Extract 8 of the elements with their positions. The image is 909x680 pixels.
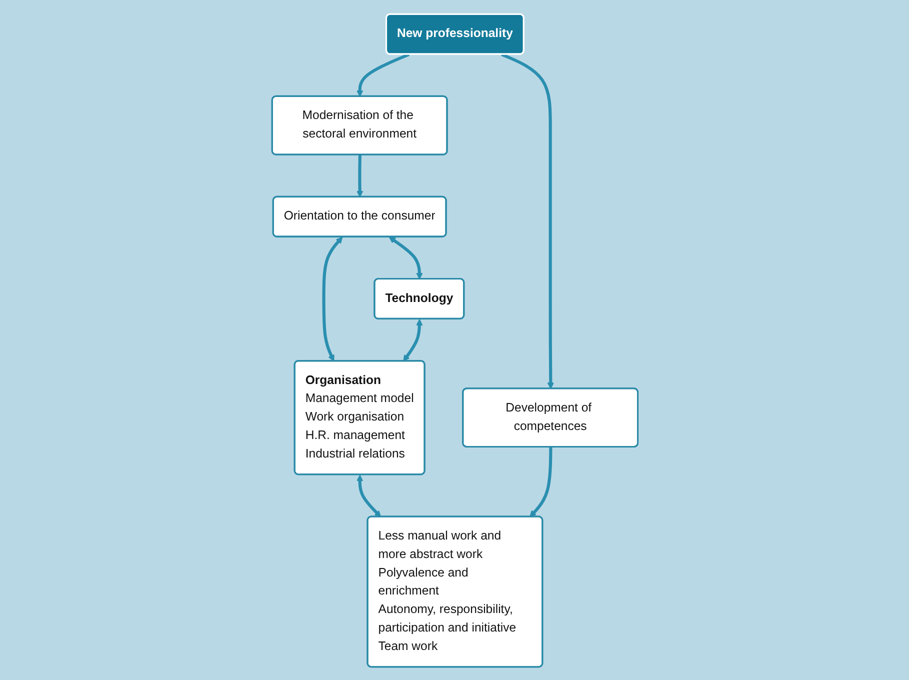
arrow — [322, 236, 342, 362]
arrow — [356, 154, 363, 197]
arrow — [402, 318, 422, 362]
arrow — [356, 474, 381, 517]
arrow — [356, 52, 410, 96]
arrow — [529, 446, 552, 517]
arrow — [388, 236, 422, 279]
arrow — [500, 52, 554, 389]
